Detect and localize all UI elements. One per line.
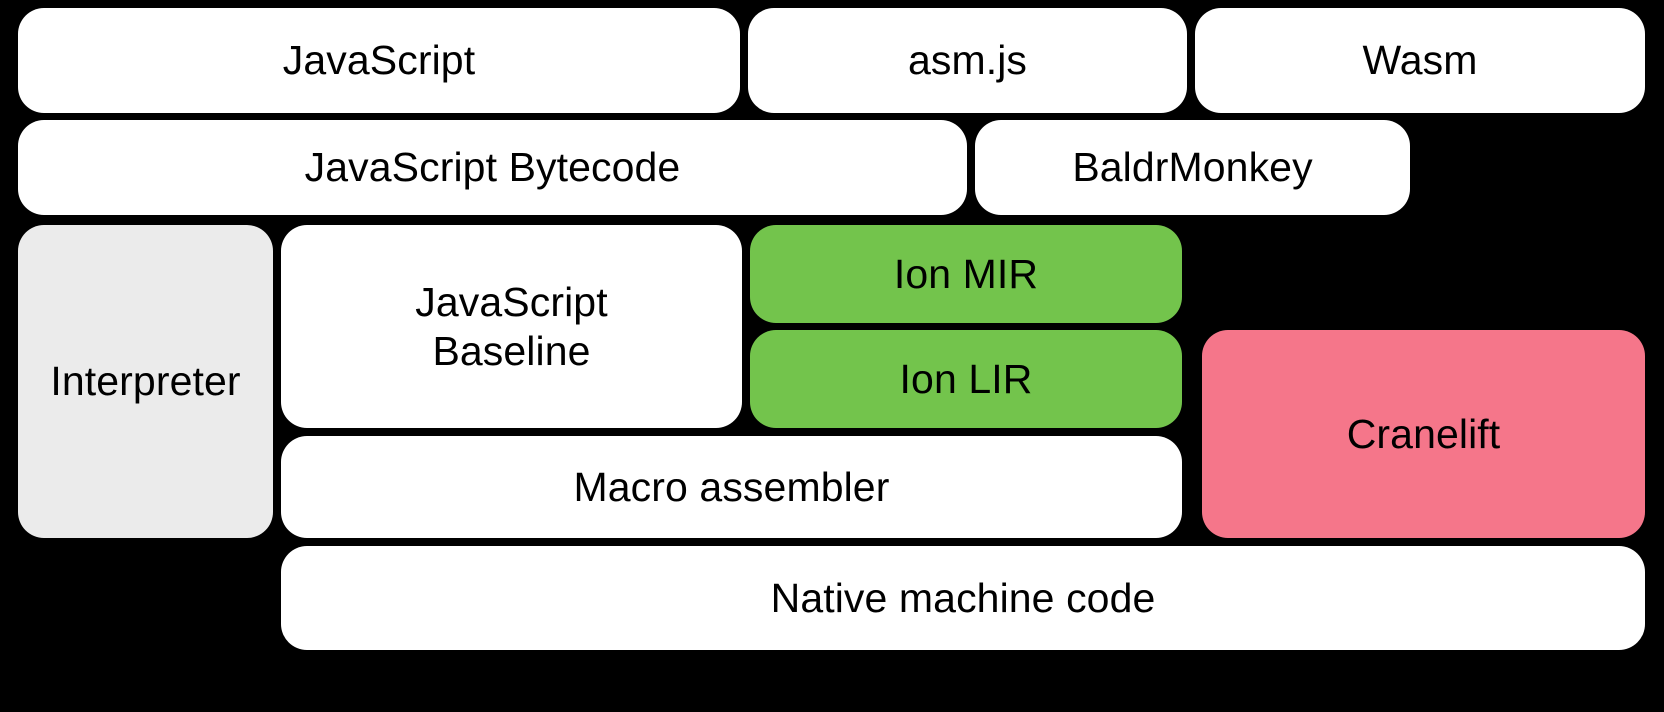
node-javascript-bytecode: JavaScript Bytecode xyxy=(18,120,967,215)
node-label-cranelift: Cranelift xyxy=(1346,410,1501,457)
node-javascript: JavaScript xyxy=(18,8,740,113)
node-ion-mir: Ion MIR xyxy=(750,225,1182,323)
node-label-javascript-bytecode: JavaScript Bytecode xyxy=(304,144,681,191)
node-label-javascript-baseline: JavaScript Baseline xyxy=(415,279,608,374)
node-ion-lir: Ion LIR xyxy=(750,330,1182,428)
node-label-javascript: JavaScript xyxy=(282,37,476,84)
node-wasm: Wasm xyxy=(1195,8,1645,113)
node-label-native-machine-code: Native machine code xyxy=(770,574,1156,621)
node-label-macro-assembler: Macro assembler xyxy=(573,463,890,510)
node-native-machine-code: Native machine code xyxy=(281,546,1645,650)
node-macro-assembler: Macro assembler xyxy=(281,436,1182,538)
node-label-interpreter: Interpreter xyxy=(50,358,241,405)
node-label-ion-mir: Ion MIR xyxy=(893,250,1039,297)
node-javascript-baseline: JavaScript Baseline xyxy=(281,225,742,428)
node-label-asm-js: asm.js xyxy=(907,37,1028,84)
node-interpreter: Interpreter xyxy=(18,225,273,538)
node-baldrmonkey: BaldrMonkey xyxy=(975,120,1410,215)
node-label-ion-lir: Ion LIR xyxy=(899,355,1033,402)
node-cranelift: Cranelift xyxy=(1202,330,1645,538)
node-asm-js: asm.js xyxy=(748,8,1187,113)
node-label-wasm: Wasm xyxy=(1362,37,1478,84)
node-label-baldrmonkey: BaldrMonkey xyxy=(1072,144,1313,191)
